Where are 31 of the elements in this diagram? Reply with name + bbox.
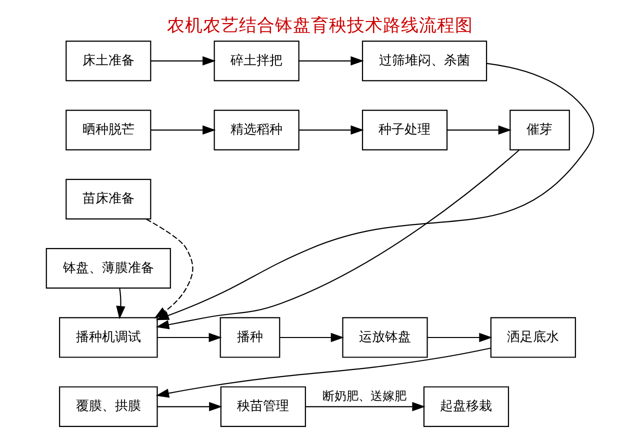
- node-box: 覆膜、拱膜: [59, 386, 158, 427]
- edge-label: 断奶肥、送嫁肥: [322, 388, 407, 403]
- arrow: [306, 402, 426, 412]
- arrow: [116, 288, 126, 320]
- arrow: [150, 125, 216, 135]
- arrow: [298, 56, 364, 66]
- node-box: 苗床准备: [66, 178, 152, 220]
- node-box: 洒足底水: [490, 317, 576, 358]
- node-box: 钵盘、薄膜准备: [46, 248, 171, 289]
- node-box: 播种机调试: [59, 317, 158, 358]
- arrow: [156, 348, 491, 398]
- node-box: 过筛堆闷、杀菌: [362, 40, 488, 82]
- arrow: [280, 332, 344, 342]
- node-box: 床土准备: [66, 40, 152, 82]
- node-box: 播种: [220, 317, 280, 358]
- node-box: 秧苗管理: [220, 386, 306, 427]
- node-box: 精选稻种: [214, 110, 300, 150]
- diagram-title: 农机农艺结合钵盘育秧技术路线流程图: [167, 16, 473, 36]
- arrow: [428, 332, 492, 342]
- arrow: [157, 402, 222, 412]
- arrow: [299, 125, 364, 135]
- node-box: 催芽: [510, 110, 570, 150]
- node-box: 碎土拌把: [214, 40, 300, 82]
- node-box: 晒种脱芒: [66, 110, 152, 150]
- arrow: [157, 332, 222, 342]
- node-box: 起盘移栽: [423, 386, 510, 427]
- node-box: 种子处理: [362, 110, 448, 150]
- node-box: 运放钵盘: [342, 317, 428, 358]
- arrow: [447, 125, 512, 135]
- arrow: [146, 218, 194, 319]
- arrow: [150, 56, 216, 66]
